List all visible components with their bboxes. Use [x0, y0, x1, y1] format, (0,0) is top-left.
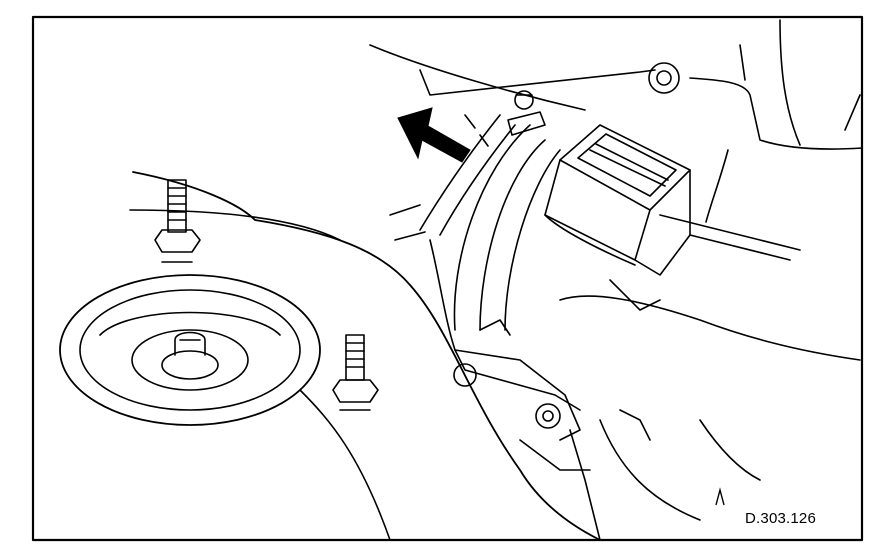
inner-wing-line — [129, 209, 341, 241]
up-marker-icon — [715, 487, 725, 506]
figure-reference-code: D.303.126 — [745, 510, 817, 527]
strut-top-mount — [59, 274, 321, 426]
lower-body-lines — [519, 409, 761, 541]
wing-edge — [299, 389, 391, 541]
stud-bolt-left — [154, 179, 201, 263]
top-fixing — [648, 62, 680, 94]
stud-bolt-right — [332, 334, 379, 411]
direction-arrow-icon — [397, 107, 471, 163]
strut-tower-curve — [132, 171, 601, 541]
upper-body-panel — [369, 19, 863, 223]
air-duct — [559, 214, 861, 361]
panel-marks — [389, 204, 426, 241]
figure-border — [31, 15, 864, 542]
lower-bracket — [453, 319, 581, 441]
harness-band — [419, 114, 581, 411]
connector-module — [544, 124, 691, 276]
guide-ticks — [464, 114, 489, 147]
band-top-bolt — [507, 90, 546, 136]
